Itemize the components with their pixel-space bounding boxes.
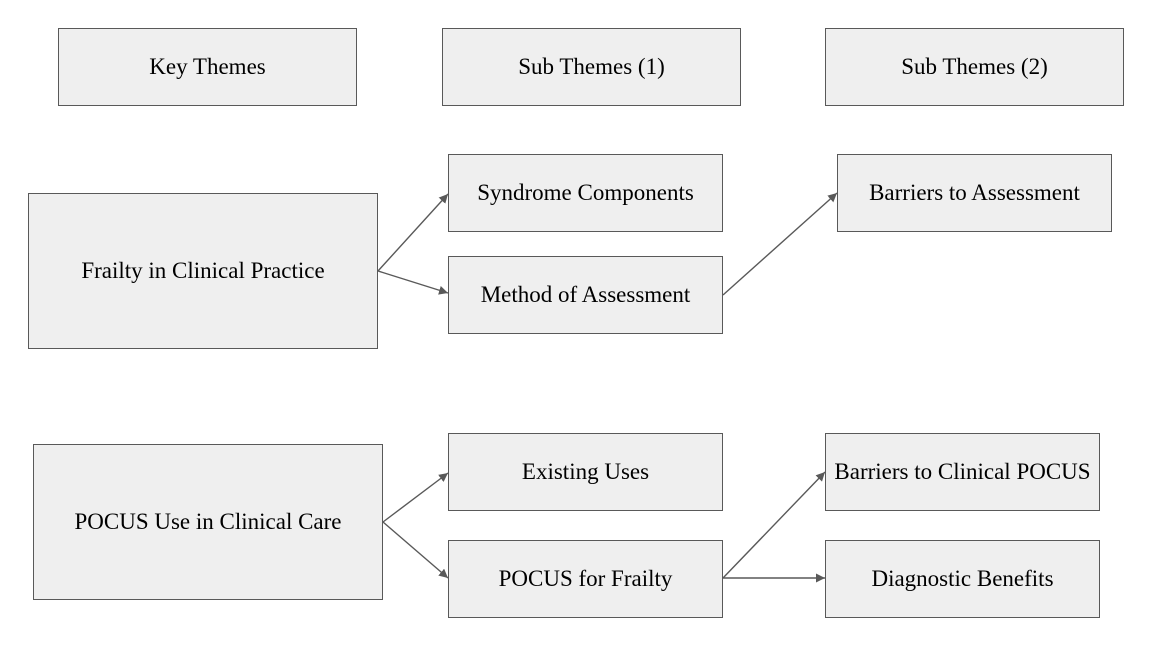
node-pocus-use-in-clinical-care: POCUS Use in Clinical Care xyxy=(33,444,383,600)
node-existing-uses: Existing Uses xyxy=(448,433,723,511)
arrow-frailty-to-method xyxy=(377,270,449,295)
node-barriers-to-clinical-pocus: Barriers to Clinical POCUS xyxy=(825,433,1100,511)
header-key-themes: Key Themes xyxy=(58,28,357,106)
header-sub-themes-2: Sub Themes (2) xyxy=(825,28,1124,106)
node-syndrome-components: Syndrome Components xyxy=(448,154,723,232)
node-barriers-to-assessment: Barriers to Assessment xyxy=(837,154,1112,232)
node-frailty-in-clinical-practice: Frailty in Clinical Practice xyxy=(28,193,378,349)
arrow-pocus-use-to-existing xyxy=(382,472,449,523)
arrow-pocus-frailty-to-barriers-pocus xyxy=(722,471,826,579)
arrow-frailty-to-syndrome xyxy=(377,193,449,272)
node-pocus-for-frailty: POCUS for Frailty xyxy=(448,540,723,618)
arrow-method-to-barriers-assessment xyxy=(722,192,838,296)
header-sub-themes-1: Sub Themes (1) xyxy=(442,28,741,106)
node-method-of-assessment: Method of Assessment xyxy=(448,256,723,334)
node-diagnostic-benefits: Diagnostic Benefits xyxy=(825,540,1100,618)
arrow-pocus-use-to-pocus-frailty xyxy=(382,521,449,579)
